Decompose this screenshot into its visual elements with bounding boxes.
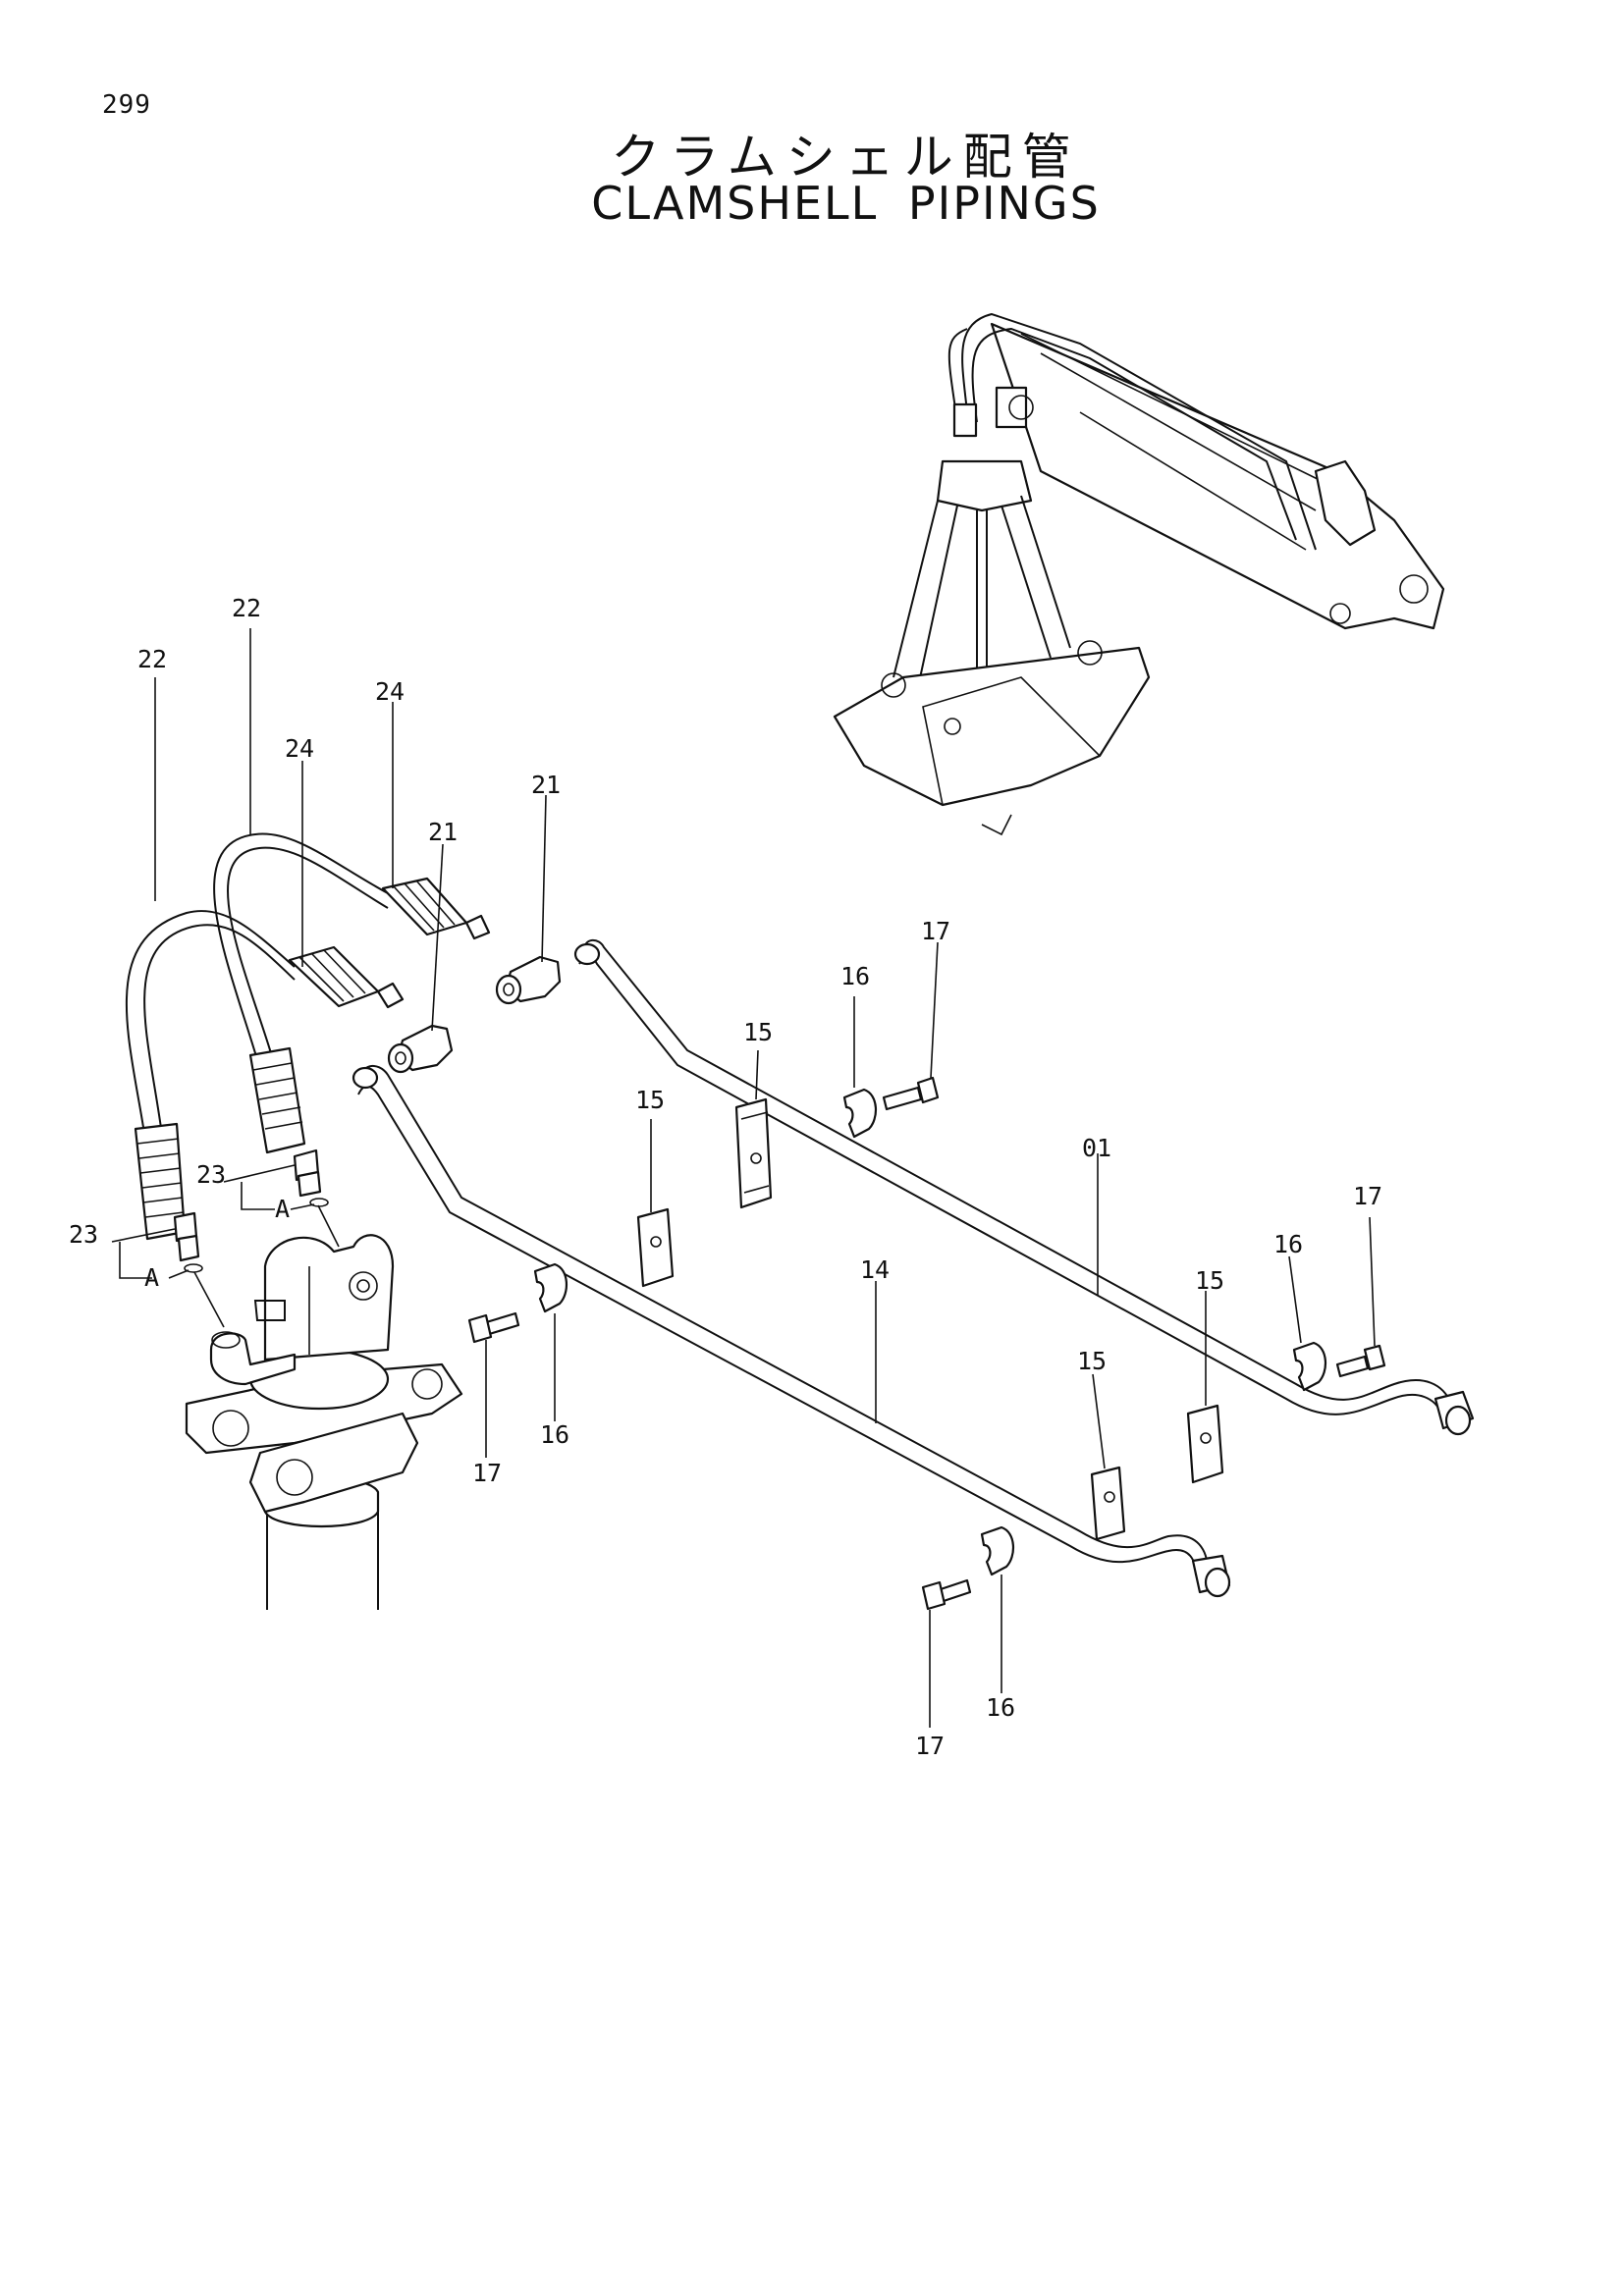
callout-17-right: 17: [1353, 1182, 1382, 1210]
callout-16-left: 16: [540, 1420, 569, 1449]
callout-24-lower: 24: [285, 734, 314, 763]
leader-lines: [111, 628, 1376, 1728]
callout-21-right: 21: [531, 771, 561, 799]
callout-a-upper: A: [275, 1195, 290, 1223]
callout-labels: 22 22 24 24 21 21 17 16 15 15 01 23 A 17…: [69, 594, 1382, 1760]
callout-23-lower: 23: [69, 1220, 98, 1249]
cylinder-head: [185, 1234, 463, 1610]
callout-01: 01: [1082, 1134, 1111, 1162]
callout-15-top: 15: [743, 1018, 773, 1046]
callout-14: 14: [860, 1255, 890, 1284]
callout-17-bottom: 17: [915, 1732, 945, 1760]
title-japanese: クラムシェル配管: [611, 129, 1081, 186]
callout-16-top: 16: [840, 962, 870, 990]
bolts-17: [467, 1076, 1386, 1611]
pipe-14: [352, 1065, 1231, 1598]
callout-17-left: 17: [472, 1459, 502, 1487]
clips-16: [533, 1088, 1326, 1576]
inset-boom-clamshell: [833, 312, 1445, 836]
callout-15-left: 15: [635, 1086, 665, 1114]
callout-15-right: 15: [1195, 1266, 1224, 1295]
callout-16-right: 16: [1273, 1230, 1303, 1258]
callout-17-top: 17: [921, 917, 950, 945]
pipe-01: [573, 938, 1475, 1436]
callout-24-upper: 24: [375, 677, 405, 706]
callout-22-lower: 22: [137, 645, 167, 673]
adapters-23: [173, 1148, 329, 1273]
callout-22-upper: 22: [232, 594, 261, 622]
callout-23-upper: 23: [196, 1160, 226, 1189]
callout-15-lower: 15: [1077, 1347, 1107, 1375]
elbows-21: [387, 955, 562, 1074]
clamps-15: [636, 1097, 1224, 1541]
callout-21-left: 21: [428, 818, 458, 846]
hoses-22: [125, 832, 491, 1241]
callout-16-bottom: 16: [986, 1693, 1015, 1722]
title-english: CLAMSHELL PIPINGS: [591, 177, 1101, 230]
callout-a-lower: A: [144, 1263, 159, 1292]
page-number: 299: [102, 90, 151, 120]
